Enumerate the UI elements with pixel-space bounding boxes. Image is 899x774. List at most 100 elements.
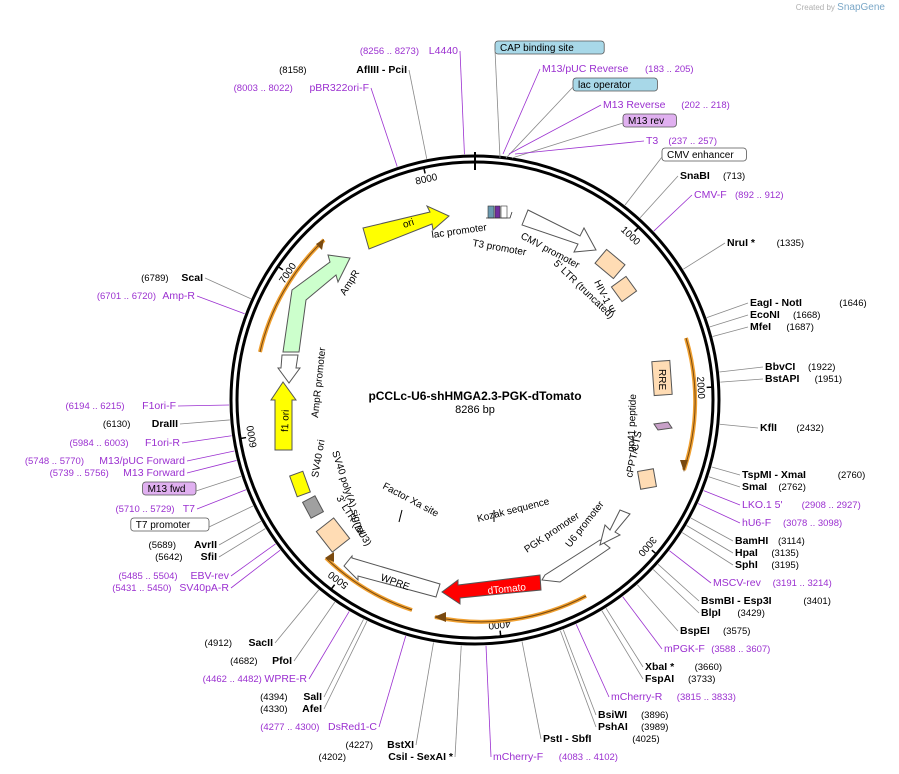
label-csii-sexai[interactable]: CsiI - SexAI *(4202) — [319, 751, 454, 763]
label-name: EBV-rev — [190, 570, 229, 582]
label-m13-puc-reverse[interactable]: M13/pUC Reverse(183 .. 205) — [542, 63, 694, 75]
label-hu6-f[interactable]: hU6-F(3078 .. 3098) — [742, 517, 842, 529]
label-nrui[interactable]: NruI *(1335) — [727, 237, 804, 249]
feature-cppt-cts[interactable] — [636, 468, 658, 490]
label-name: SfiI — [201, 551, 217, 563]
label-m13-fwd[interactable]: M13 fwd — [142, 481, 197, 496]
leader-line — [690, 517, 734, 542]
label-xbai[interactable]: XbaI *(3660) — [645, 661, 722, 673]
label-t7-promoter[interactable]: T7 promoter — [130, 517, 210, 532]
label-mfei[interactable]: MfeI(1687) — [750, 321, 814, 333]
feature-ori[interactable] — [362, 204, 450, 250]
label-hpai[interactable]: HpaI(3135) — [735, 547, 799, 559]
label-mscv-rev[interactable]: MSCV-rev(3191 .. 3214) — [713, 577, 832, 589]
label-afliii-pcii[interactable]: AflIII - PciI(8158) — [279, 64, 407, 76]
label-dsred1-c[interactable]: DsRed1-C(4277 .. 4300) — [260, 721, 377, 733]
label-pshai[interactable]: PshAI(3989) — [598, 721, 668, 733]
label-m13-puc-forward[interactable]: M13/pUC Forward(5748 .. 5770) — [25, 455, 185, 467]
label-mpgk-f[interactable]: mPGK-F(3588 .. 3607) — [664, 643, 770, 655]
leader-line — [639, 175, 679, 218]
feature-t3-block[interactable] — [500, 205, 508, 219]
label-m13-reverse[interactable]: M13 Reverse(202 .. 218) — [603, 99, 730, 111]
feature-f1-ori[interactable] — [270, 381, 297, 451]
label-pos: (6789) — [141, 273, 168, 284]
label-sali[interactable]: SalI(4394) — [260, 691, 322, 703]
feature-sv40-ori[interactable] — [289, 470, 311, 498]
feature-ampr-promoter[interactable] — [277, 354, 301, 384]
feature-cmv-promoter[interactable] — [521, 209, 597, 253]
label-bamhi[interactable]: BamHI(3114) — [735, 535, 805, 547]
label-ebv-rev[interactable]: EBV-rev(5485 .. 5504) — [118, 570, 229, 582]
label-blpi[interactable]: BlpI(3429) — [701, 607, 765, 619]
label-name: BspEI — [680, 625, 710, 637]
label-fspai[interactable]: FspAI(3733) — [645, 673, 715, 685]
label-m13-forward[interactable]: M13 Forward(5739 .. 5756) — [50, 467, 186, 479]
label-draiii[interactable]: DraIII(6130) — [103, 418, 178, 430]
label-bstapi[interactable]: BstAPI(1951) — [765, 373, 842, 385]
feature-m13-rev-block[interactable] — [494, 205, 501, 219]
label-cap-binding-site[interactable]: CAP binding site — [494, 40, 605, 55]
label-cmv-enhancer[interactable]: CMV enhancer — [661, 147, 747, 162]
label-name: DsRed1-C — [328, 721, 377, 733]
label-amp-r[interactable]: Amp-R(6701 .. 6720) — [97, 290, 196, 302]
label-wpre-r[interactable]: WPRE-R(4462 .. 4482) — [203, 673, 308, 685]
label-name: BamHI — [735, 535, 768, 547]
label-afei[interactable]: AfeI(4330) — [260, 703, 322, 715]
label-mcherry-f[interactable]: mCherry-F(4083 .. 4102) — [493, 751, 618, 763]
label-lko-1-5[interactable]: LKO.1 5'(2908 .. 2927) — [742, 499, 861, 511]
label-bsmbi-esp3i[interactable]: BsmBI - Esp3I(3401) — [701, 595, 831, 607]
label-kfli[interactable]: KflI(2432) — [760, 422, 824, 434]
label-sv40pa-r[interactable]: SV40pA-R(5431 .. 5450) — [112, 582, 229, 594]
label-eagi-noti[interactable]: EagI - NotI(1646) — [750, 297, 867, 309]
label-tspmi-xmai[interactable]: TspMI - XmaI(2760) — [742, 469, 865, 481]
label-bsiwi[interactable]: BsiWI(3896) — [598, 709, 668, 721]
feature-sv40-polya[interactable] — [301, 495, 325, 519]
label-l4440[interactable]: L4440(8256 .. 8273) — [360, 45, 458, 57]
label-bstxi[interactable]: BstXI(4227) — [346, 739, 415, 751]
label-sfii[interactable]: SfiI(5642) — [155, 551, 217, 563]
label-t7[interactable]: T7(5710 .. 5729) — [115, 503, 195, 515]
label-econi[interactable]: EcoNI(1668) — [750, 309, 820, 321]
label-psti-sbfi[interactable]: PstI - SbfI(4025) — [543, 733, 660, 745]
label-bbvci[interactable]: BbvCI(1922) — [765, 361, 835, 373]
feature-rre[interactable] — [651, 359, 673, 397]
label-cmv-f[interactable]: CMV-F(892 .. 912) — [694, 189, 784, 201]
label-snabi[interactable]: SnaBI(713) — [680, 170, 745, 182]
feature-ampr[interactable] — [282, 254, 351, 353]
label-pos: (3815 .. 3833) — [677, 692, 736, 703]
feature-3-ltr[interactable] — [315, 517, 351, 553]
feature-dtomato[interactable] — [441, 574, 542, 605]
label-name: BsiWI — [598, 709, 627, 721]
label-avrii[interactable]: AvrII(5689) — [149, 539, 218, 551]
feature-wpre[interactable] — [343, 554, 441, 598]
feature-u6-promoter[interactable] — [599, 509, 631, 546]
highlight-arrow-dtomato — [434, 612, 446, 622]
label-pfoi[interactable]: PfoI(4682) — [230, 655, 292, 667]
label-sacii[interactable]: SacII(4912) — [205, 637, 274, 649]
feature-5-ltr[interactable] — [594, 248, 626, 280]
leader-line — [177, 404, 230, 407]
label-scai[interactable]: ScaI(6789) — [141, 272, 203, 284]
label-lac-operator[interactable]: lac operator — [572, 77, 658, 92]
feature-lac-operator-block[interactable] — [487, 205, 495, 219]
leader-line — [308, 611, 350, 680]
label-name: SacII — [248, 637, 273, 649]
label-name: BbvCI — [765, 361, 795, 373]
feature-pgk-promoter[interactable] — [541, 539, 611, 583]
label-f1ori-r[interactable]: F1ori-R(5984 .. 6003) — [69, 437, 180, 449]
label-bspei[interactable]: BspEI(3575) — [680, 625, 750, 637]
label-pbr322ori-f[interactable]: pBR322ori-F(8003 .. 8022) — [234, 82, 369, 94]
label-f1ori-f[interactable]: F1ori-F(6194 .. 6215) — [65, 400, 176, 412]
leader-line — [508, 104, 602, 155]
feature-hiv-psi[interactable] — [610, 275, 638, 303]
label-smai[interactable]: SmaI(2762) — [742, 481, 806, 493]
label-m13-rev[interactable]: M13 rev — [622, 113, 677, 128]
feature-gp41-peptide[interactable] — [653, 421, 673, 431]
label-box — [622, 113, 677, 128]
leader-line — [652, 569, 700, 614]
label-mcherry-r[interactable]: mCherry-R(3815 .. 3833) — [611, 691, 736, 703]
feature-label-gp41-peptide: gp41 peptide — [626, 393, 639, 452]
label-t3[interactable]: T3(237 .. 257) — [646, 135, 717, 147]
label-sphi[interactable]: SphI(3195) — [735, 559, 799, 571]
label-pos: (237 .. 257) — [668, 136, 717, 147]
